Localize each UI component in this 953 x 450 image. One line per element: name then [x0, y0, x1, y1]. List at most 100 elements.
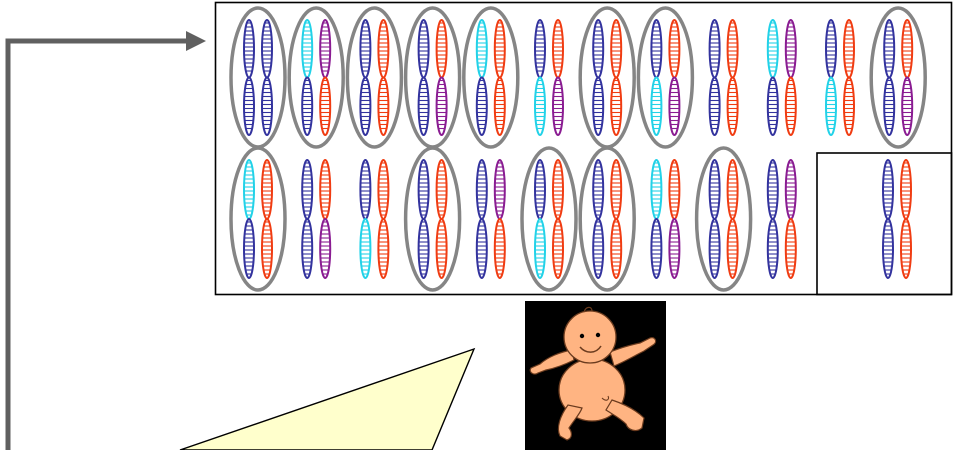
karyotype-chromosomes: [231, 8, 925, 290]
chromatid-upper-arm: [244, 20, 254, 78]
arrow-connector: [8, 31, 206, 450]
chromosome-left: [302, 160, 312, 278]
chromatid-upper-arm: [437, 20, 447, 78]
chromosome-right: [262, 20, 272, 135]
chromatid-lower-arm: [768, 219, 778, 278]
chromatid-upper-arm: [844, 20, 854, 78]
chromatid-lower-arm: [495, 78, 505, 136]
chromatid-lower-arm: [901, 219, 911, 278]
chromatid-lower-arm: [710, 78, 720, 136]
chromatid-upper-arm: [902, 20, 912, 78]
chromatid-lower-arm: [669, 219, 679, 278]
chromatid-lower-arm: [477, 219, 487, 278]
chromatid-lower-arm: [553, 78, 563, 136]
chromatid-upper-arm: [495, 160, 505, 219]
chromatid-lower-arm: [786, 219, 796, 278]
chromosome-right: [553, 160, 563, 278]
pair-highlight-oval: [697, 148, 751, 290]
chromatid-lower-arm: [728, 219, 738, 278]
chromatid-upper-arm: [611, 20, 621, 78]
chromosome-right: [669, 160, 679, 278]
chromosome-right: [320, 160, 330, 278]
chromosome-left: [883, 160, 893, 278]
chromosome-left: [651, 160, 661, 278]
chromatid-upper-arm: [360, 20, 370, 78]
chromatid-upper-arm: [378, 20, 388, 78]
chromosome-left: [244, 20, 254, 135]
chromatid-lower-arm: [902, 78, 912, 136]
arrow-line: [8, 41, 190, 450]
chromatid-upper-arm: [535, 160, 545, 219]
chromatid-lower-arm: [651, 78, 661, 136]
chromatid-lower-arm: [883, 219, 893, 278]
top-row-pair-3: [347, 8, 401, 147]
chromosome-left: [651, 20, 661, 135]
chromatid-upper-arm: [378, 160, 388, 219]
bottom-row-pair-1: [231, 148, 285, 290]
chromatid-upper-arm: [437, 160, 447, 219]
bottom-row-pair-4: [406, 148, 460, 290]
chromatid-lower-arm: [786, 78, 796, 136]
chromosome-left: [710, 160, 720, 278]
sex-chromosomes-pair-1: [883, 160, 911, 278]
chromosome-left: [419, 20, 429, 135]
chromatid-lower-arm: [553, 219, 563, 278]
chromatid-lower-arm: [437, 219, 447, 278]
pair-highlight-oval: [289, 8, 343, 147]
chromatid-upper-arm: [710, 160, 720, 219]
chromatid-upper-arm: [535, 20, 545, 78]
chromatid-upper-arm: [593, 160, 603, 219]
pair-highlight-oval: [406, 8, 460, 147]
chromatid-upper-arm: [262, 20, 272, 78]
chromatid-lower-arm: [884, 78, 894, 136]
chromatid-lower-arm: [844, 78, 854, 136]
chromatid-lower-arm: [244, 219, 254, 278]
chromosome-right: [553, 20, 563, 135]
pair-highlight-oval: [464, 8, 518, 147]
bottom-row-pair-2: [302, 160, 330, 278]
chromatid-upper-arm: [669, 20, 679, 78]
bottom-row-pair-3: [360, 160, 388, 278]
chromosome-left: [477, 160, 487, 278]
chromosome-left: [360, 20, 370, 135]
chromosome-right: [844, 20, 854, 135]
bottom-row-pair-5: [477, 160, 505, 278]
chromosome-left: [768, 20, 778, 135]
chromosome-left: [826, 20, 836, 135]
chromatid-upper-arm: [768, 20, 778, 78]
chromosome-right: [611, 160, 621, 278]
top-row-pair-6: [535, 20, 563, 135]
chromatid-lower-arm: [360, 78, 370, 136]
chromatid-upper-arm: [710, 20, 720, 78]
bottom-row-pair-7: [580, 148, 634, 290]
chromosome-left: [535, 20, 545, 135]
top-row-pair-8: [638, 8, 692, 147]
chromatid-upper-arm: [477, 20, 487, 78]
chromatid-lower-arm: [378, 219, 388, 278]
chromosome-left: [302, 20, 312, 135]
chromatid-upper-arm: [302, 160, 312, 219]
chromosome-right: [495, 160, 505, 278]
chromatid-lower-arm: [419, 219, 429, 278]
chromatid-lower-arm: [611, 219, 621, 278]
bottom-row-pair-10: [768, 160, 796, 278]
chromatid-upper-arm: [826, 20, 836, 78]
top-row-pair-9: [710, 20, 738, 135]
chromatid-lower-arm: [651, 219, 661, 278]
chromatid-lower-arm: [669, 78, 679, 136]
top-row-pair-4: [406, 8, 460, 147]
chromatid-lower-arm: [593, 78, 603, 136]
pair-highlight-oval: [638, 8, 692, 147]
chromatid-lower-arm: [710, 219, 720, 278]
chromatid-lower-arm: [244, 78, 254, 136]
chromatid-lower-arm: [262, 78, 272, 136]
chromosome-left: [535, 160, 545, 278]
pair-highlight-oval: [580, 8, 634, 147]
chromosome-right: [728, 20, 738, 135]
chromatid-lower-arm: [535, 219, 545, 278]
speech-callout: [180, 349, 474, 450]
chromatid-lower-arm: [437, 78, 447, 136]
chromatid-upper-arm: [651, 160, 661, 219]
top-row-pair-2: [289, 8, 343, 147]
chromosome-left: [593, 20, 603, 135]
